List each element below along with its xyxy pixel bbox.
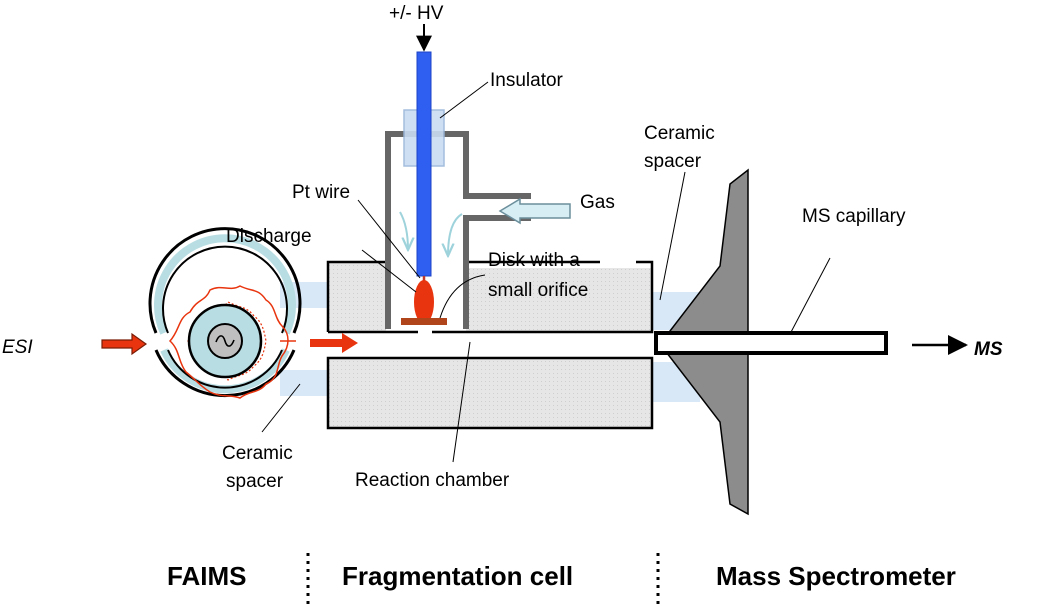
discharge-plume <box>414 280 434 324</box>
disk-leader <box>439 274 486 319</box>
reaction-chamber-lower-block <box>326 356 654 430</box>
orifice-disk <box>401 318 447 325</box>
ion-transfer-arrow <box>310 333 358 353</box>
ceramic-spacer-left-leader <box>261 383 301 433</box>
ac-source-icon <box>215 335 235 347</box>
section-title-fragmentation-cell: Fragmentation cell <box>342 561 573 591</box>
gas-flow-arrow-right <box>448 213 463 256</box>
faims-assembly <box>148 227 302 399</box>
ceramic-spacer-right-label-line1: Ceramic <box>644 123 715 144</box>
hv-label: +/- HV <box>389 3 444 24</box>
ceramic-spacer-left-label-line2: spacer <box>226 471 284 492</box>
ms-capillary-leader <box>789 257 831 335</box>
discharge-housing <box>385 131 531 329</box>
section-title-mass-spectrometer: Mass Spectrometer <box>716 561 956 591</box>
esi-label: ESI <box>2 337 33 358</box>
section-title-faims: FAIMS <box>167 561 246 591</box>
insulator-leader <box>439 81 489 119</box>
reaction-chamber-label: Reaction chamber <box>355 470 510 491</box>
disk-label-line1: Disk with a <box>488 250 580 271</box>
pt-wire-label: Pt wire <box>292 182 350 203</box>
gas-inlet-arrow <box>498 197 571 225</box>
ceramic-spacer-right-label-line2: spacer <box>644 151 702 172</box>
gas-flow-arrow-left <box>399 211 408 250</box>
discharge-leader <box>361 249 417 293</box>
gas-label: Gas <box>580 192 615 213</box>
ms-capillary-label: MS capillary <box>802 206 906 227</box>
ms-label: MS <box>974 339 1003 360</box>
ceramic-spacer-right-leader <box>659 171 686 301</box>
pt-wire-leader <box>357 199 421 279</box>
ceramic-spacer-left-label-line1: Ceramic <box>222 443 293 464</box>
reaction-chamber-upper-block <box>326 260 654 334</box>
hv-electrode <box>416 51 432 277</box>
disk-label-line2: small orifice <box>488 280 588 301</box>
ms-capillary <box>654 331 888 355</box>
discharge-label: Discharge <box>226 226 312 247</box>
insulator-label: Insulator <box>490 70 564 91</box>
reaction-chamber-leader <box>452 341 471 463</box>
esi-input-arrow <box>101 332 148 356</box>
